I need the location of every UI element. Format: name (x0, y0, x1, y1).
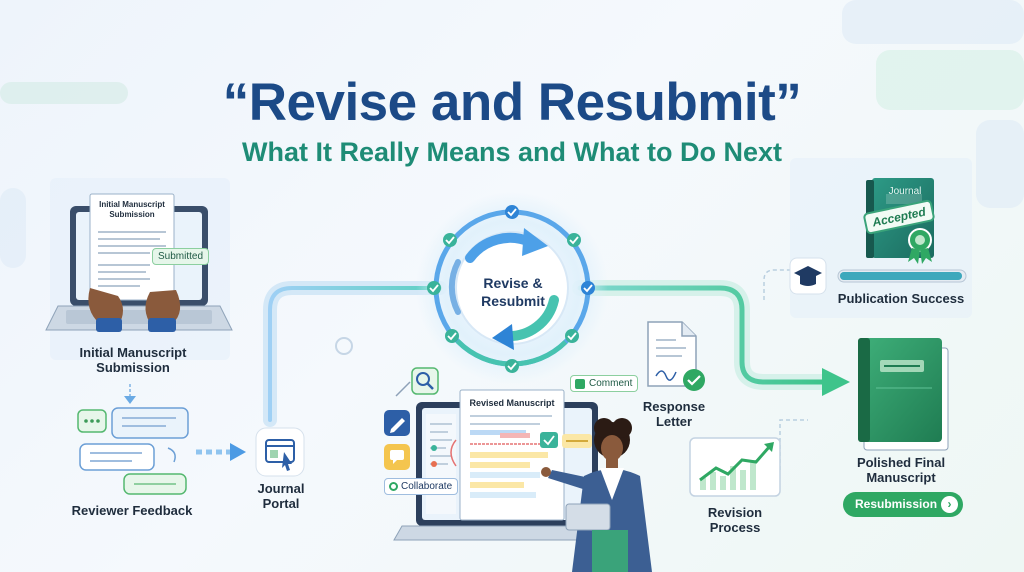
journal-book-text: Journal (888, 186, 922, 197)
flow-path-left (263, 281, 447, 427)
collaborate-chip[interactable]: Collaborate (384, 478, 459, 495)
collaborate-people-icon (389, 482, 398, 491)
response-letter-icon (647, 321, 705, 391)
bg-deco-left-bar (0, 82, 128, 104)
submitted-badge: Submitted (152, 248, 210, 265)
page-title: “Revise and Resubmit” (222, 73, 802, 132)
bg-deco-right-teal (876, 50, 1024, 110)
journal-portal-icon (255, 427, 305, 477)
graduation-cap-icon (789, 257, 827, 295)
small-ring-icon (335, 337, 353, 355)
final-manuscript-label: Polished Final Manuscript (856, 455, 946, 485)
reviewer-feedback-label: Reviewer Feedback (71, 503, 193, 518)
submission-laptop (45, 193, 233, 332)
presenter-person (541, 418, 652, 572)
reviewer-feedback-bubbles (77, 384, 189, 495)
bg-deco-left (0, 188, 26, 268)
resubmission-button-label: Resubmission (855, 497, 938, 511)
cycle-label-line2: Resubmit (481, 293, 545, 309)
final-manuscript-book (858, 338, 949, 451)
submission-label: Initial Manuscript Submission (79, 345, 187, 375)
award-ribbon-icon (908, 228, 932, 264)
revision-process-label: Revision Process (707, 505, 763, 535)
comment-check-icon (575, 379, 585, 389)
bg-deco-top-right (842, 0, 1024, 44)
page-subtitle: What It Really Means and What to Do Next (241, 137, 783, 167)
response-letter-label: Response Letter (642, 399, 706, 429)
chevron-right-icon: › (941, 496, 958, 513)
resubmission-button[interactable]: Resubmission › (843, 492, 963, 517)
initial-doc-title: Initial Manuscript Submission (99, 200, 165, 219)
flow-path-right (572, 280, 850, 396)
flow-arrow-head-right (822, 368, 850, 396)
revision-process-chart (689, 437, 781, 497)
revised-doc-title: Revised Manuscript (469, 398, 555, 408)
cycle-arrow-icon (522, 228, 548, 256)
edit-tool-icons (384, 367, 439, 470)
bg-deco-right (976, 120, 1024, 208)
comment-bubble-icons (540, 432, 592, 448)
cycle-arrow-icon (492, 324, 514, 350)
cycle-check-icons (427, 205, 595, 373)
publication-success-label: Publication Success (837, 291, 965, 306)
journal-portal-label: Journal Portal (257, 481, 305, 511)
flow-path-portal-arrow (196, 443, 246, 461)
comment-chip[interactable]: Comment (570, 375, 639, 392)
progress-bar (837, 269, 967, 283)
cycle-label-line1: Revise & (483, 275, 543, 291)
